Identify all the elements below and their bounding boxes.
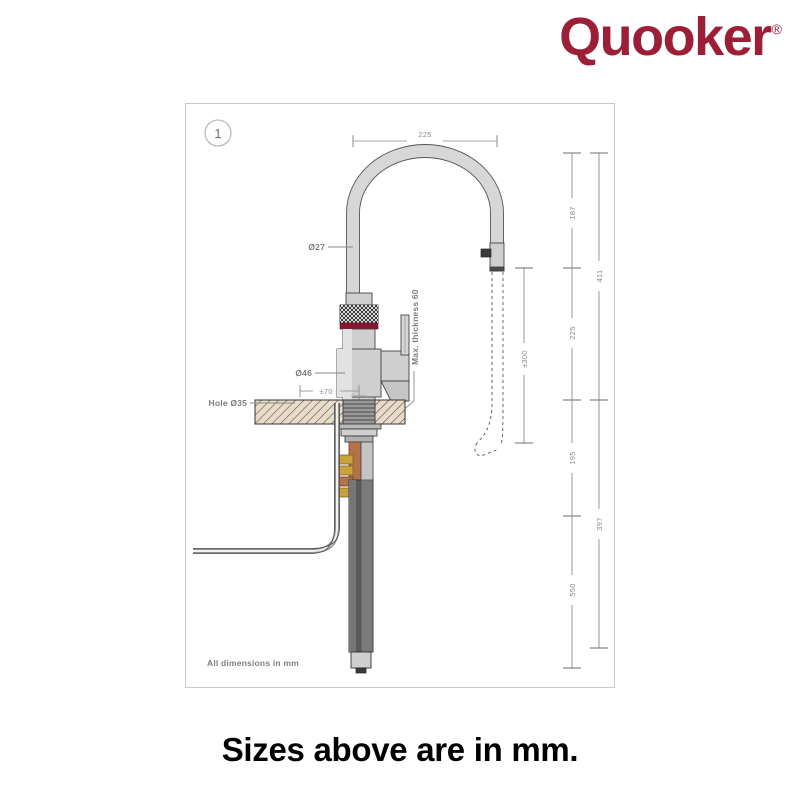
pullout-hose-extension bbox=[474, 272, 504, 457]
lower-stem-assembly bbox=[348, 441, 374, 674]
spout-arch bbox=[346, 144, 504, 295]
dimension-label-offset: ±70 bbox=[319, 387, 332, 396]
dimension-chain-right: 411 397 bbox=[590, 152, 608, 649]
body-brand-mark: Quooker bbox=[351, 393, 367, 398]
dimension-label-total-height: 411 bbox=[595, 270, 604, 283]
dimension-spout-reach: 225 bbox=[352, 130, 498, 147]
technical-drawing: 1 225 bbox=[193, 119, 608, 674]
label-spout-diameter: Ø27 bbox=[308, 242, 353, 252]
mounting-hardware bbox=[336, 423, 382, 443]
label-body-diameter: Ø46 bbox=[295, 368, 345, 378]
knurl-pattern bbox=[340, 305, 378, 323]
quooker-logo: Quooker ® bbox=[559, 8, 782, 66]
dimension-chain-left: 187 225 195 550 bbox=[563, 152, 581, 669]
worktop-section bbox=[254, 399, 406, 425]
spray-head bbox=[480, 242, 505, 272]
dimension-hose-extension: ±300 bbox=[515, 267, 533, 444]
page-caption: Sizes above are in mm. bbox=[221, 731, 579, 768]
tap-body bbox=[336, 292, 382, 405]
label-text-spout-diameter: Ø27 bbox=[308, 242, 325, 252]
dimension-label-spout-height: 225 bbox=[568, 326, 577, 339]
flexible-hose bbox=[193, 403, 340, 554]
figure-number-label: 1 bbox=[214, 126, 221, 141]
label-max-thickness: Max. thickness 60 bbox=[401, 289, 420, 412]
dimension-label-spout-reach: 225 bbox=[418, 130, 431, 139]
dimension-label-hose-extension: ±300 bbox=[520, 350, 529, 368]
thread-pattern bbox=[343, 403, 375, 421]
label-hole-diameter: Hole Ø35 bbox=[209, 398, 295, 408]
registered-trademark-symbol: ® bbox=[771, 21, 782, 37]
label-text-hole-diameter: Hole Ø35 bbox=[209, 398, 248, 408]
drawing-footnote: All dimensions in mm bbox=[207, 658, 299, 668]
dimension-label-stem-length: 397 bbox=[595, 517, 604, 530]
lever-handle bbox=[380, 314, 410, 402]
brand-wordmark: Quooker bbox=[559, 7, 772, 67]
figure-number-marker: 1 bbox=[204, 119, 232, 147]
body-brand-text: Quooker bbox=[351, 393, 367, 398]
dimension-label-spray-head-drop: 187 bbox=[568, 206, 577, 219]
label-text-max-thickness: Max. thickness 60 bbox=[410, 289, 420, 365]
dimension-label-below-counter-total: 550 bbox=[568, 583, 577, 596]
dimension-label-below-counter-upper: 195 bbox=[568, 451, 577, 464]
label-text-body-diameter: Ø46 bbox=[295, 368, 312, 378]
